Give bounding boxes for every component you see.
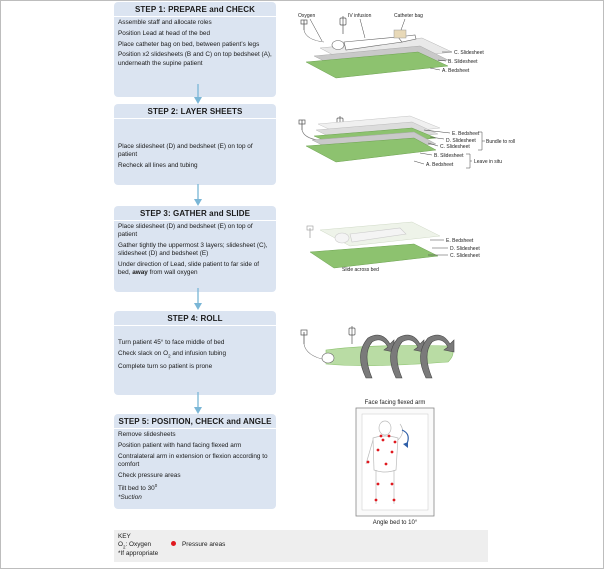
step-2-line: Place slidesheet (D) and bedsheet (E) on…	[118, 143, 253, 159]
degree-superscript: 0	[154, 483, 158, 489]
o2-subscript: 2	[168, 353, 171, 359]
oxygen-icon	[300, 19, 325, 43]
flow-arrow-2	[194, 184, 202, 206]
lead-text-end: from wall oxygen	[147, 269, 198, 277]
angle-bed-label: Angle bed to 10°	[373, 520, 418, 526]
step-1-line: Position Lead at head of the bed	[118, 29, 211, 37]
patient-figure	[334, 227, 407, 244]
key-appropriate: *If appropriate	[118, 550, 159, 558]
roll-arrow-icon	[390, 334, 425, 379]
step-1-line: Place catheter bag on bed, between patie…	[118, 40, 260, 48]
flow-arrow-1	[194, 84, 202, 104]
c-slidesheet-label: C. Slidesheet	[454, 50, 484, 56]
step-4-line: Complete turn so patient is prone	[118, 362, 213, 370]
key-title: KEY	[118, 533, 131, 540]
iv-infusion-icon	[348, 326, 356, 344]
b-slidesheet-label: B. Slidesheet	[434, 153, 464, 159]
oxygen-icon	[298, 119, 319, 141]
slack-text-end: and infusion tubing	[170, 349, 227, 357]
c-slidesheet-label: C. Slidesheet	[450, 253, 480, 259]
step-3-lead-line: Under direction of Lead, slide patient t…	[118, 261, 273, 277]
step-3-box: STEP 3: GATHER and SLIDE Place slideshee…	[114, 206, 276, 292]
key-oxygen-text: O	[118, 540, 123, 548]
face-flexed-arm-label: Face facing flexed arm	[365, 400, 426, 406]
d-slidesheet-label: D. Slidesheet	[450, 246, 480, 252]
a-bedsheet-label: A. Bedsheet	[442, 68, 470, 74]
step-3-line: Gather tightly the uppermost 3 layers; s…	[118, 242, 268, 258]
oxygen-icon	[300, 329, 327, 361]
step-2-title: STEP 2: LAYER SHEETS	[114, 104, 276, 119]
iv-infusion-label: IV infusion	[348, 13, 372, 19]
slack-text: Check slack on O	[118, 349, 169, 357]
leave-bracket	[466, 153, 471, 169]
iv-infusion-icon	[339, 16, 347, 34]
key-oxygen: O2: Oxygen	[118, 541, 158, 551]
diagram-step-4	[300, 326, 455, 379]
step-5-line: Check pressure areas	[118, 471, 181, 479]
step-5-title: STEP 5: POSITION, CHECK and ANGLE	[114, 414, 276, 429]
slide-across-label: Slide across bed	[342, 267, 379, 273]
a-bedsheet-label: A. Bedsheet	[426, 162, 454, 168]
step-4-title: STEP 4: ROLL	[114, 311, 276, 326]
catheter-bag-label: Catheter bag	[394, 13, 423, 19]
e-bedsheet-label: E. Bedsheet	[452, 131, 480, 137]
step-1-box: STEP 1: PREPARE and CHECK Assemble staff…	[114, 2, 276, 97]
diagram-step-3: Slide across bed E. Bedsheet D. Slideshe…	[306, 221, 480, 273]
flow-arrow-4	[194, 392, 202, 414]
step-2-box: STEP 2: LAYER SHEETS Place slidesheet (D…	[114, 104, 276, 185]
patient-head	[321, 352, 335, 364]
step-2-line: Recheck all lines and tubing	[118, 162, 198, 169]
bedsheet-a	[305, 51, 449, 79]
pressure-dot-icon	[171, 541, 176, 546]
b-slidesheet-label: B. Slidesheet	[448, 59, 478, 65]
diagram-step-2: E. Bedsheet D. Slidesheet C. Slidesheet …	[298, 115, 515, 169]
roll-arrow-icon	[420, 334, 455, 379]
step-3-line: Place slidesheet (D) and bedsheet (E) on…	[118, 223, 253, 239]
key-oxygen-text-end: : Oxygen	[125, 540, 152, 548]
wall-oxygen-icon	[306, 225, 314, 238]
key-pressure: Pressure areas	[182, 540, 226, 548]
step-4-line: Turn patient 45° to face middle of bed	[118, 339, 225, 346]
step-5-tilt-line: Tilt bed to 300	[118, 482, 273, 493]
step-1-line: Assemble staff and allocate roles	[118, 19, 212, 26]
bedsheet-a	[305, 137, 437, 163]
diagram-step-1: Oxygen IV infusion Catheter bag C. Slide…	[298, 13, 484, 79]
step-5-box: STEP 5: POSITION, CHECK and ANGLE Remove…	[114, 414, 276, 509]
step-4-box: STEP 4: ROLL Turn patient 45° to face mi…	[114, 311, 276, 395]
step-4-slack-line: Check slack on O2 and infusion tubing	[118, 350, 273, 360]
key-oxygen-sub: 2	[122, 543, 126, 549]
step-5-line: Contralateral arm in extension or flexio…	[118, 452, 268, 468]
flow-arrow-3	[194, 288, 202, 310]
step-3-title: STEP 3: GATHER and SLIDE	[114, 206, 276, 221]
step-1-line: Position x2 slidesheets (B and C) on top…	[118, 51, 272, 67]
oxygen-label: Oxygen	[298, 13, 315, 19]
step-5-line: Position patient with hand facing flexed…	[118, 441, 242, 449]
roll-arrow-icon	[360, 334, 395, 379]
key-box: KEY O2: Oxygen *If appropriate Pressure …	[114, 530, 488, 562]
lead-text: Under direction of Lead, slide patient t…	[118, 261, 260, 277]
leave-label: Leave in situ	[474, 159, 502, 165]
bedsheet-a	[309, 243, 439, 269]
step-5-line: Remove slidesheets	[118, 431, 176, 438]
away-emphasis: away	[132, 269, 148, 277]
pressure-area-markers	[366, 434, 397, 502]
suction-note: *Suction	[118, 493, 142, 501]
diagram-step-5: Face facing flexed arm Angle bed to 10°	[355, 400, 435, 526]
tilt-text: Tilt bed to 30	[118, 485, 155, 493]
c-slidesheet-label: C. Slidesheet	[440, 144, 470, 150]
e-bedsheet-label: E. Bedsheet	[446, 238, 474, 244]
d-slidesheet-label: D. Slidesheet	[446, 138, 476, 144]
step-1-title: STEP 1: PREPARE and CHECK	[114, 2, 276, 17]
catheter-bag-icon	[393, 29, 407, 39]
bundle-label: Bundle to roll	[486, 139, 515, 145]
